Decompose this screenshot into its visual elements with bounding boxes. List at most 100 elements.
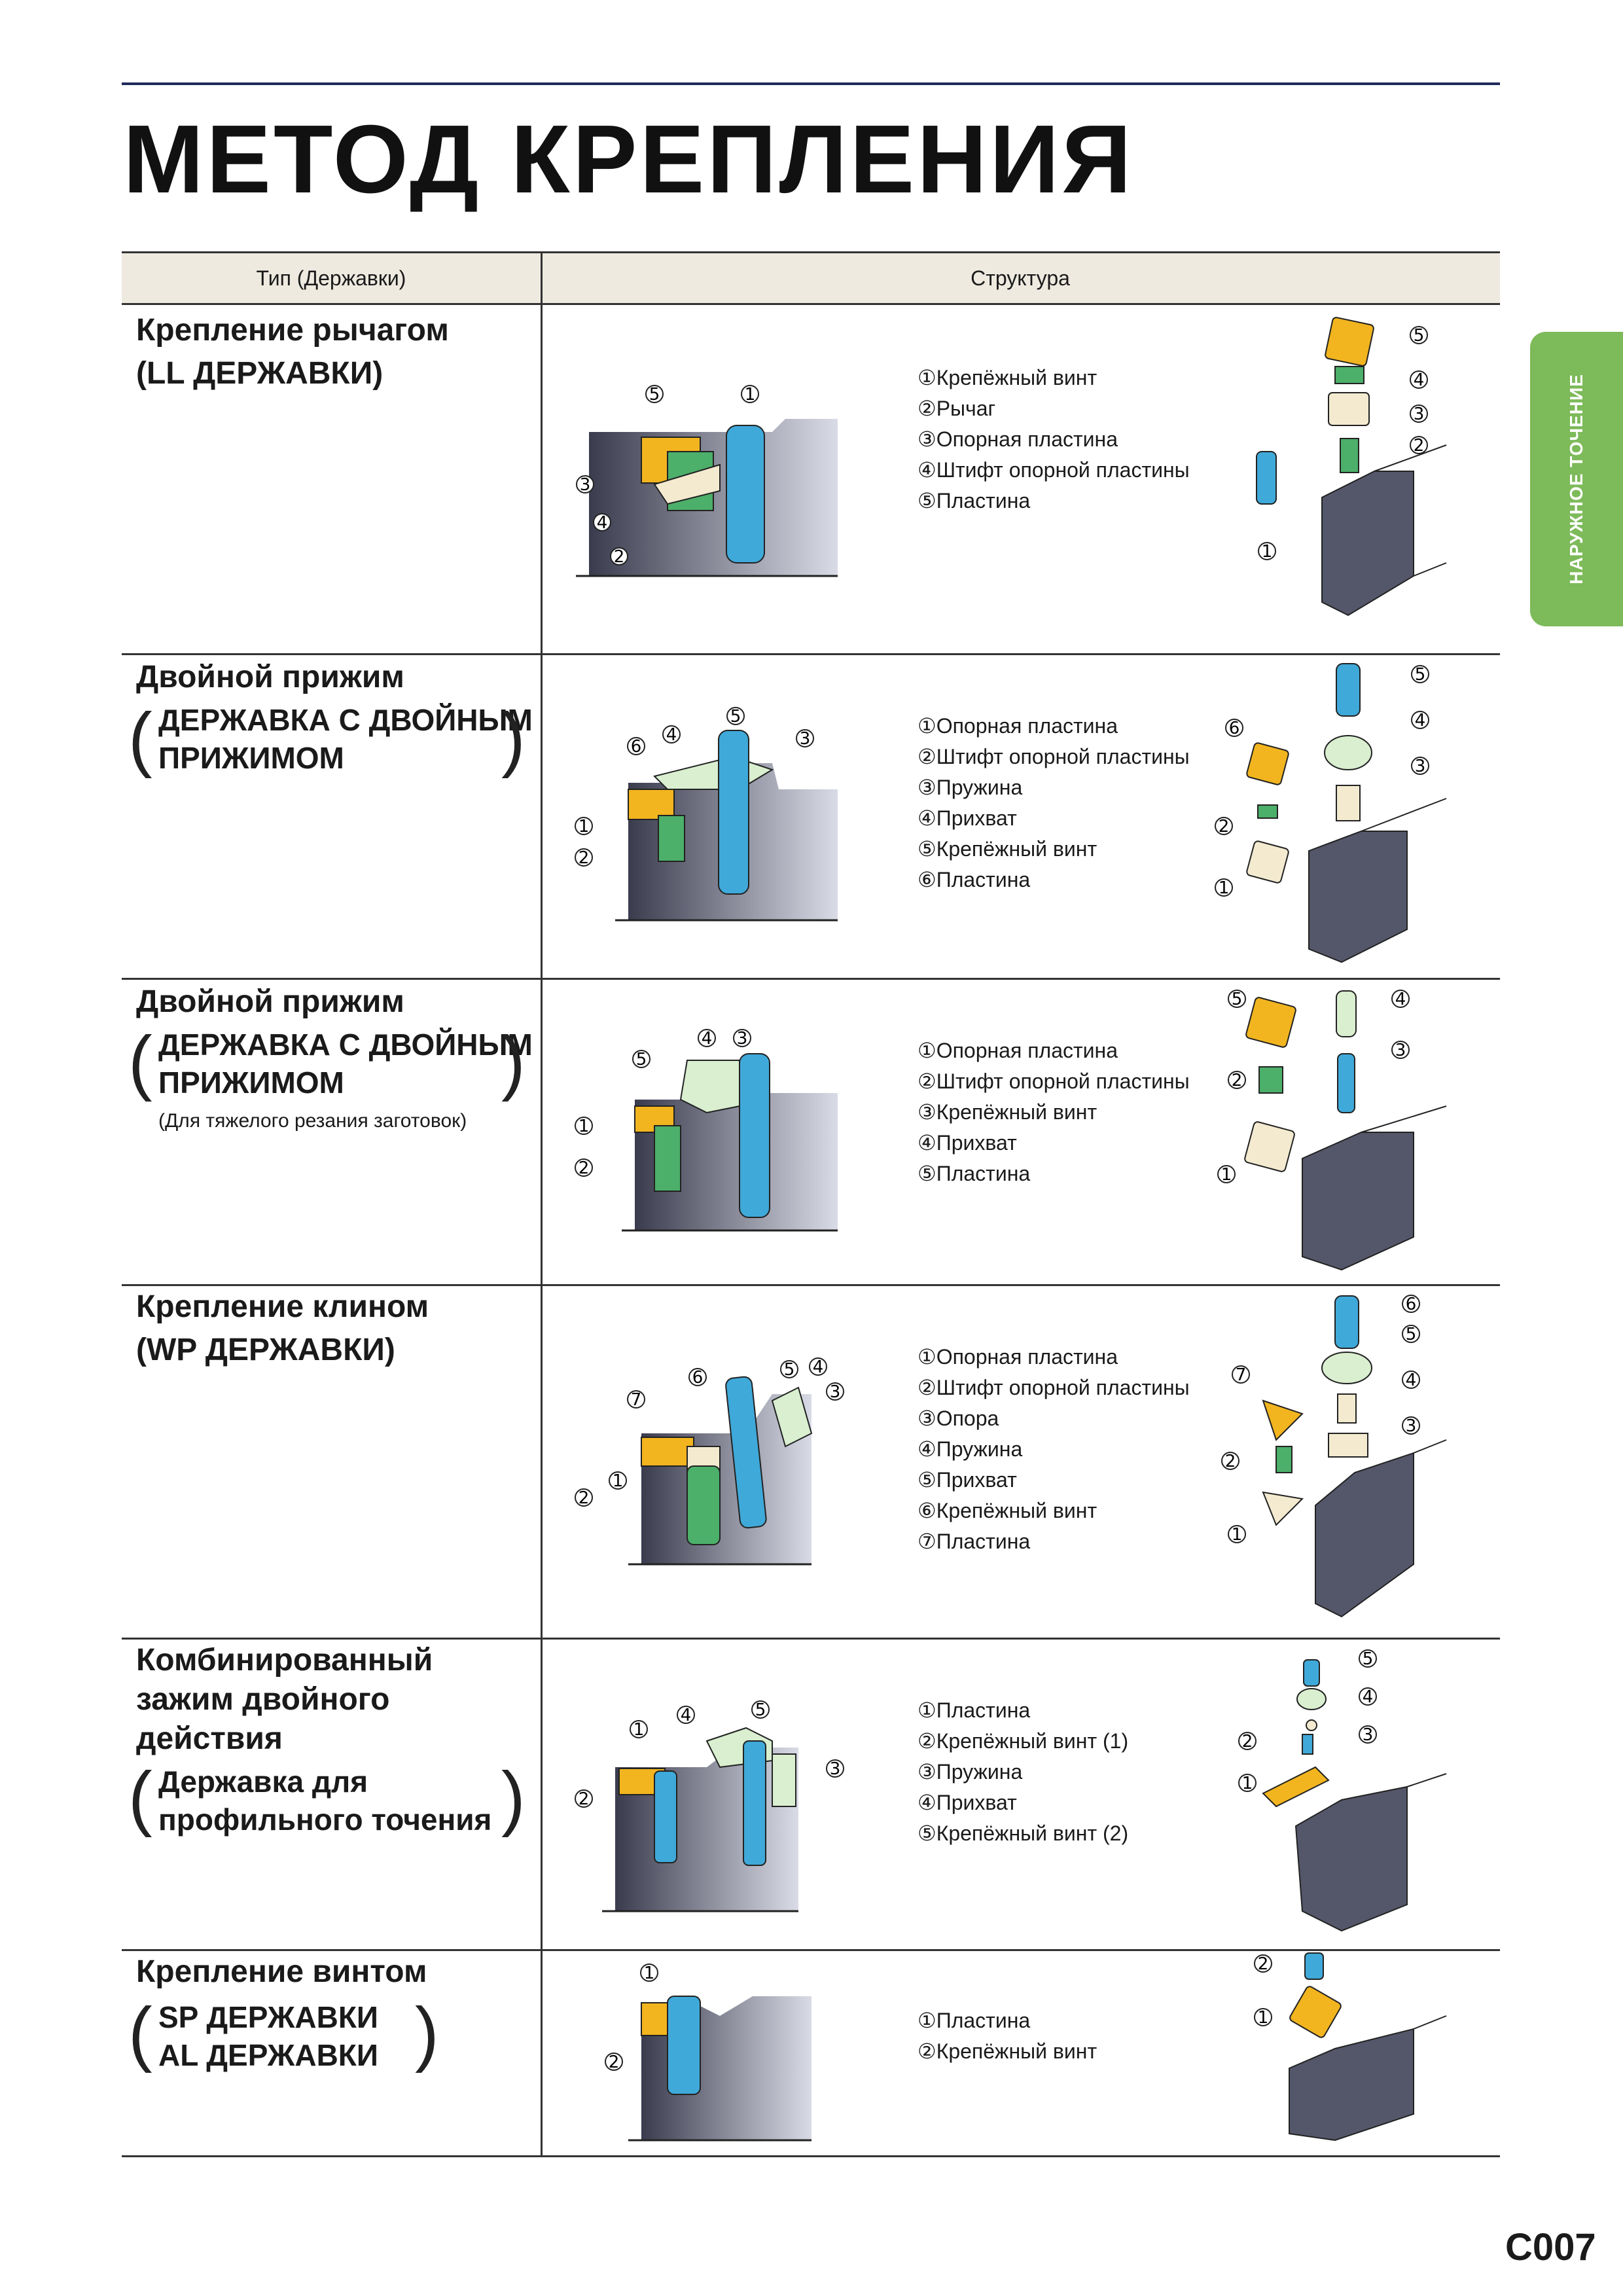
screw-clamp-section-diagram: 1 2 <box>605 1964 812 2142</box>
list-item: ①Опорная пластина <box>918 1345 1118 1369</box>
svg-text:2: 2 <box>579 1488 590 1508</box>
row-title: Крепление клином <box>136 1289 429 1324</box>
svg-text:2: 2 <box>1414 436 1425 456</box>
list-item: ⑤Пластина <box>918 1162 1031 1185</box>
list-item: ③Опора <box>918 1407 999 1430</box>
combined-clamp-section-diagram: 1 4 5 3 2 <box>575 1700 844 1912</box>
list-item: ⑥Пластина <box>918 868 1031 891</box>
list-item: ③Опорная пластина <box>918 427 1118 451</box>
list-item: ③Крепёжный винт <box>918 1100 1097 1124</box>
wedge-clamp-exploded-diagram: 6 5 4 3 7 2 1 <box>1221 1295 1447 1618</box>
row-title: зажим двойного <box>136 1682 390 1717</box>
close-paren: ) <box>501 698 526 779</box>
svg-text:2: 2 <box>609 2053 620 2072</box>
svg-text:2: 2 <box>579 1158 590 1178</box>
svg-text:7: 7 <box>631 1390 642 1410</box>
svg-text:6: 6 <box>1406 1295 1417 1314</box>
table-bottom-rule <box>122 2155 1500 2157</box>
list-item: ②Крепёжный винт <box>918 2039 1097 2063</box>
svg-text:4: 4 <box>1395 990 1406 1009</box>
lever-clamp-exploded-diagram: 5 4 3 2 1 <box>1256 317 1447 617</box>
section-tab-label: НАРУЖНОЕ ТОЧЕНИЕ <box>1566 374 1586 584</box>
list-item: ①Пластина <box>918 1698 1031 1722</box>
list-item: ⑤Прихват <box>918 1468 1017 1492</box>
row-subtitle: SP ДЕРЖАВКИ <box>158 2000 378 2034</box>
row-title-code: (LL ДЕРЖАВКИ) <box>136 356 383 391</box>
row-title: Двойной прижим <box>136 660 404 694</box>
page-number: C007 <box>1505 2226 1596 2269</box>
page-title: МЕТОД КРЕПЛЕНИЯ <box>123 105 1134 213</box>
list-item: ④Прихват <box>918 1131 1017 1155</box>
screw-clamp-exploded-diagram: 2 1 <box>1254 1952 1447 2142</box>
double-clamp-exploded-diagram: 5 4 3 6 2 1 <box>1215 663 1447 963</box>
row-title: Крепление рычагом <box>136 313 449 348</box>
svg-text:4: 4 <box>597 513 608 533</box>
combined-clamp-exploded-diagram: 5 4 3 2 1 <box>1238 1649 1447 1932</box>
table-header: Тип (Державки) Структура <box>122 251 1500 305</box>
svg-text:3: 3 <box>1395 1041 1406 1060</box>
svg-text:1: 1 <box>644 1964 655 1983</box>
svg-text:5: 5 <box>784 1360 795 1380</box>
svg-text:6: 6 <box>692 1368 704 1388</box>
svg-text:4: 4 <box>813 1357 824 1377</box>
svg-text:2: 2 <box>579 848 590 868</box>
row-subtitle: AL ДЕРЖАВКИ <box>158 2038 378 2072</box>
svg-text:2: 2 <box>579 1789 590 1809</box>
row-title: действия <box>136 1721 283 1756</box>
row-title: Комбинированный <box>136 1643 433 1677</box>
list-item: ②Штифт опорной пластины <box>918 1376 1190 1399</box>
list-item: ⑦Пластина <box>918 1530 1031 1553</box>
header-type: Тип (Державки) <box>256 266 406 290</box>
svg-text:4: 4 <box>1406 1371 1417 1390</box>
row-divider <box>122 653 1500 655</box>
svg-text:4: 4 <box>702 1029 713 1049</box>
list-item: ①Опорная пластина <box>918 1039 1118 1062</box>
list-item: ⑤Крепёжный винт <box>918 837 1097 861</box>
list-item: ③Пружина <box>918 1760 1023 1784</box>
svg-text:5: 5 <box>636 1050 647 1069</box>
row-divider <box>122 1949 1500 1951</box>
svg-text:1: 1 <box>1221 1165 1232 1185</box>
row-subtitle: Державка для <box>158 1765 368 1799</box>
svg-text:3: 3 <box>830 1382 841 1402</box>
svg-text:6: 6 <box>631 737 642 757</box>
parts-list: ①Опорная пластина ②Штифт опорной пластин… <box>918 1342 1190 1557</box>
svg-text:1: 1 <box>579 817 590 836</box>
wedge-clamp-section-diagram: 6 5 4 3 7 1 2 <box>575 1357 844 1566</box>
svg-text:4: 4 <box>1414 370 1425 390</box>
list-item: ①Пластина <box>918 2009 1031 2032</box>
list-item: ②Штифт опорной пластины <box>918 1069 1190 1093</box>
svg-text:1: 1 <box>633 1720 645 1740</box>
lever-clamp-section-diagram: 5 1 3 4 2 <box>576 385 838 577</box>
svg-text:3: 3 <box>1414 404 1425 424</box>
svg-text:3: 3 <box>1363 1725 1374 1745</box>
close-paren: ) <box>501 1757 526 1838</box>
svg-text:1: 1 <box>1262 542 1273 562</box>
svg-text:1: 1 <box>579 1117 590 1136</box>
svg-text:4: 4 <box>1415 711 1426 730</box>
row-divider <box>122 1284 1500 1286</box>
svg-text:7: 7 <box>1236 1365 1247 1385</box>
clamping-methods-table: Тип (Державки) Структура Крепление рычаг… <box>122 251 1500 2157</box>
svg-text:1: 1 <box>1258 2008 1269 2028</box>
svg-text:3: 3 <box>1415 757 1426 776</box>
open-paren: ( <box>128 1993 152 2073</box>
svg-text:4: 4 <box>666 725 677 745</box>
svg-text:5: 5 <box>1232 990 1243 1009</box>
svg-text:2: 2 <box>1242 1732 1253 1751</box>
list-item: ②Штифт опорной пластины <box>918 745 1190 768</box>
svg-text:5: 5 <box>730 707 741 726</box>
svg-text:2: 2 <box>614 547 625 567</box>
row-subtitle: ДЕРЖАВКА С ДВОЙНЫМ <box>158 1028 533 1062</box>
svg-text:4: 4 <box>681 1706 692 1725</box>
svg-text:3: 3 <box>830 1759 841 1779</box>
svg-text:1: 1 <box>745 385 756 404</box>
heavy-double-clamp-section-diagram: 4 3 5 1 2 <box>575 1029 838 1232</box>
row-subtitle: профильного точения <box>158 1803 492 1837</box>
column-divider <box>541 251 543 2157</box>
svg-text:1: 1 <box>1242 1774 1253 1793</box>
svg-text:1: 1 <box>1232 1525 1243 1545</box>
list-item: ①Опорная пластина <box>918 714 1118 738</box>
section-tab[interactable] <box>1530 332 1623 626</box>
svg-text:2: 2 <box>1225 1452 1236 1471</box>
